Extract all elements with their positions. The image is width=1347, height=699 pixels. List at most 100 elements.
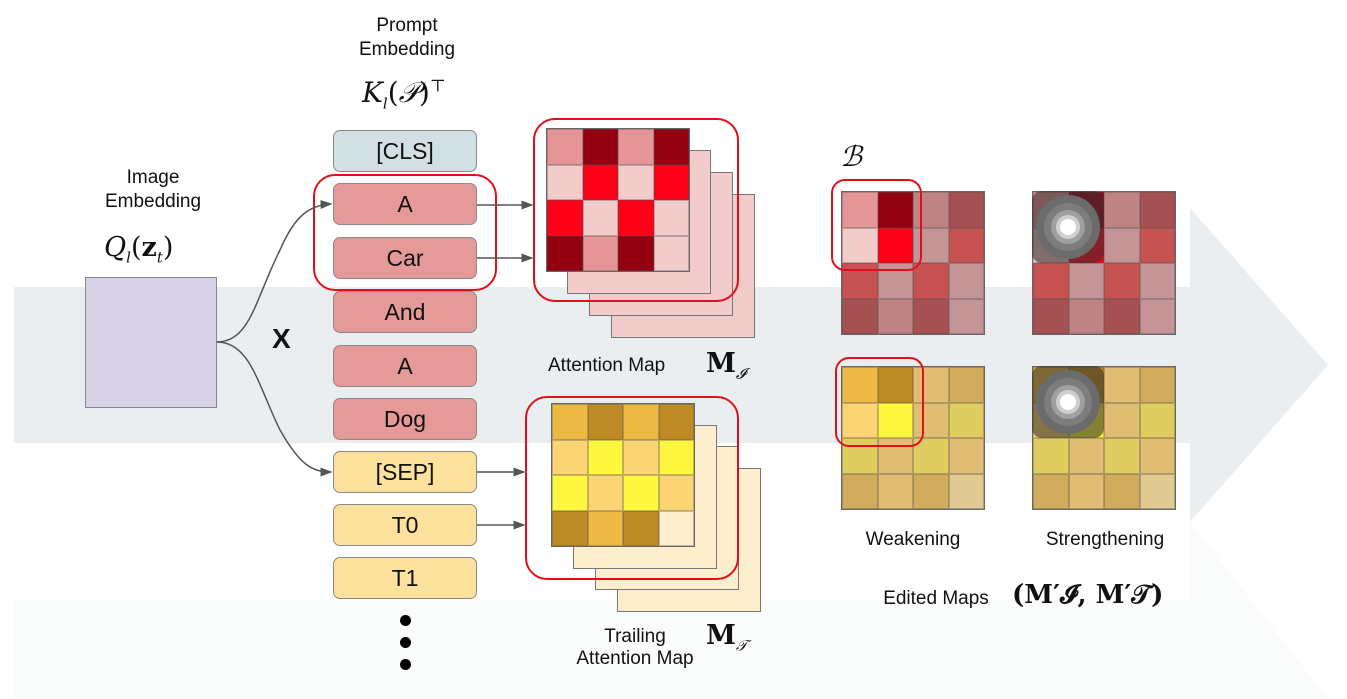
map-cell <box>1068 298 1104 334</box>
map-cell <box>1104 402 1140 438</box>
math-sub-l: l <box>126 248 131 267</box>
edited-maps-label: Edited Maps <box>883 588 989 609</box>
token-trailing: [SEP] <box>333 451 477 493</box>
trailing-label-line1: Trailing <box>604 626 666 647</box>
image-embedding-box <box>85 277 217 408</box>
map-cell <box>1068 473 1104 509</box>
attention-map-highlight <box>533 118 739 302</box>
map-cell <box>877 192 913 228</box>
selected-tokens-highlight <box>313 174 497 291</box>
trailing-label-line2: Attention Map <box>576 648 694 669</box>
map-cell <box>1104 367 1140 403</box>
map-cell <box>948 438 984 474</box>
token-image: Dog <box>333 398 477 440</box>
attention-map-label: Attention Map <box>548 355 666 376</box>
map-cell <box>547 129 583 165</box>
map-cell <box>913 367 949 403</box>
token-trailing: T0 <box>333 504 477 546</box>
map-cell <box>1139 473 1175 509</box>
map-cell <box>623 439 659 475</box>
map-cell <box>913 438 949 474</box>
map-cell <box>618 129 654 165</box>
map-cell <box>948 402 984 438</box>
map-cell <box>1068 192 1104 228</box>
image-embedding-label: Image Embedding <box>95 166 211 214</box>
map-cell <box>842 473 878 509</box>
map-cell <box>1068 227 1104 263</box>
prompt-embedding-label-line1: Prompt <box>376 15 438 36</box>
map-cell <box>877 298 913 334</box>
attention-map-grid <box>546 128 690 272</box>
map-cell <box>1139 192 1175 228</box>
map-cell <box>1033 438 1069 474</box>
map-cell <box>877 402 913 438</box>
map-cell <box>842 263 878 299</box>
map-cell <box>1068 263 1104 299</box>
map-cell <box>1139 438 1175 474</box>
map-cell <box>1033 227 1069 263</box>
map-cell <box>582 200 618 236</box>
map-cell <box>582 164 618 200</box>
map-cell <box>1033 367 1069 403</box>
map-cell <box>658 439 694 475</box>
map-cell <box>653 235 689 271</box>
map-cell <box>842 192 878 228</box>
math-transpose: ⊤ <box>429 76 446 97</box>
map-cell <box>948 263 984 299</box>
strengthening-label: Strengthening <box>1045 529 1165 550</box>
map-cell <box>877 367 913 403</box>
image-embedding-math: Ql(zt) <box>104 232 174 267</box>
map-cell <box>623 475 659 511</box>
map-cell <box>1068 402 1104 438</box>
map-cell <box>1033 473 1069 509</box>
math-sub-l: l <box>382 94 388 113</box>
map-cell <box>547 200 583 236</box>
math-q: Q <box>104 232 127 263</box>
map-cell <box>1139 227 1175 263</box>
trailing-attention-map-grid <box>551 403 695 547</box>
prompt-embedding-math: Kl(𝒫)⊤ <box>362 76 446 113</box>
map-cell <box>913 192 949 228</box>
math-sub-t: t <box>156 248 163 267</box>
image-embedding-label-line1: Image <box>126 167 180 188</box>
map-cell <box>1033 192 1069 228</box>
token-image: A <box>333 345 477 387</box>
token-image: And <box>333 291 477 333</box>
map-cell <box>1104 298 1140 334</box>
image-embedding-label-line2: Embedding <box>104 191 202 212</box>
ellipsis-dots <box>396 615 414 670</box>
map-cell <box>552 475 588 511</box>
map-cell <box>948 192 984 228</box>
map-cell <box>913 402 949 438</box>
map-cell <box>1104 263 1140 299</box>
map-cell <box>552 510 588 546</box>
region-b-highlight-red <box>831 179 922 271</box>
map-cell <box>948 473 984 509</box>
map-cell <box>1139 298 1175 334</box>
map-cell <box>913 298 949 334</box>
dot <box>399 659 411 670</box>
map-cell <box>1139 402 1175 438</box>
dot <box>399 615 411 626</box>
trailing-attention-map-math: M𝒯 <box>706 620 747 654</box>
map-cell <box>582 129 618 165</box>
token-cls: [CLS] <box>333 130 477 172</box>
math-m: M <box>706 620 736 651</box>
map-cell <box>1068 438 1104 474</box>
math-k: K <box>362 76 383 109</box>
map-cell <box>623 510 659 546</box>
map-cell <box>842 367 878 403</box>
map-cell <box>587 404 623 440</box>
map-cell <box>948 298 984 334</box>
map-cell <box>658 475 694 511</box>
map-cell <box>1139 367 1175 403</box>
math-m: M <box>706 348 736 379</box>
map-cell <box>653 200 689 236</box>
map-cell <box>547 164 583 200</box>
map-cell <box>658 510 694 546</box>
map-cell <box>877 227 913 263</box>
map-cell <box>877 438 913 474</box>
red-strengthening-grid <box>1032 191 1176 335</box>
map-cell <box>1068 367 1104 403</box>
trailing-map-highlight <box>525 396 739 580</box>
